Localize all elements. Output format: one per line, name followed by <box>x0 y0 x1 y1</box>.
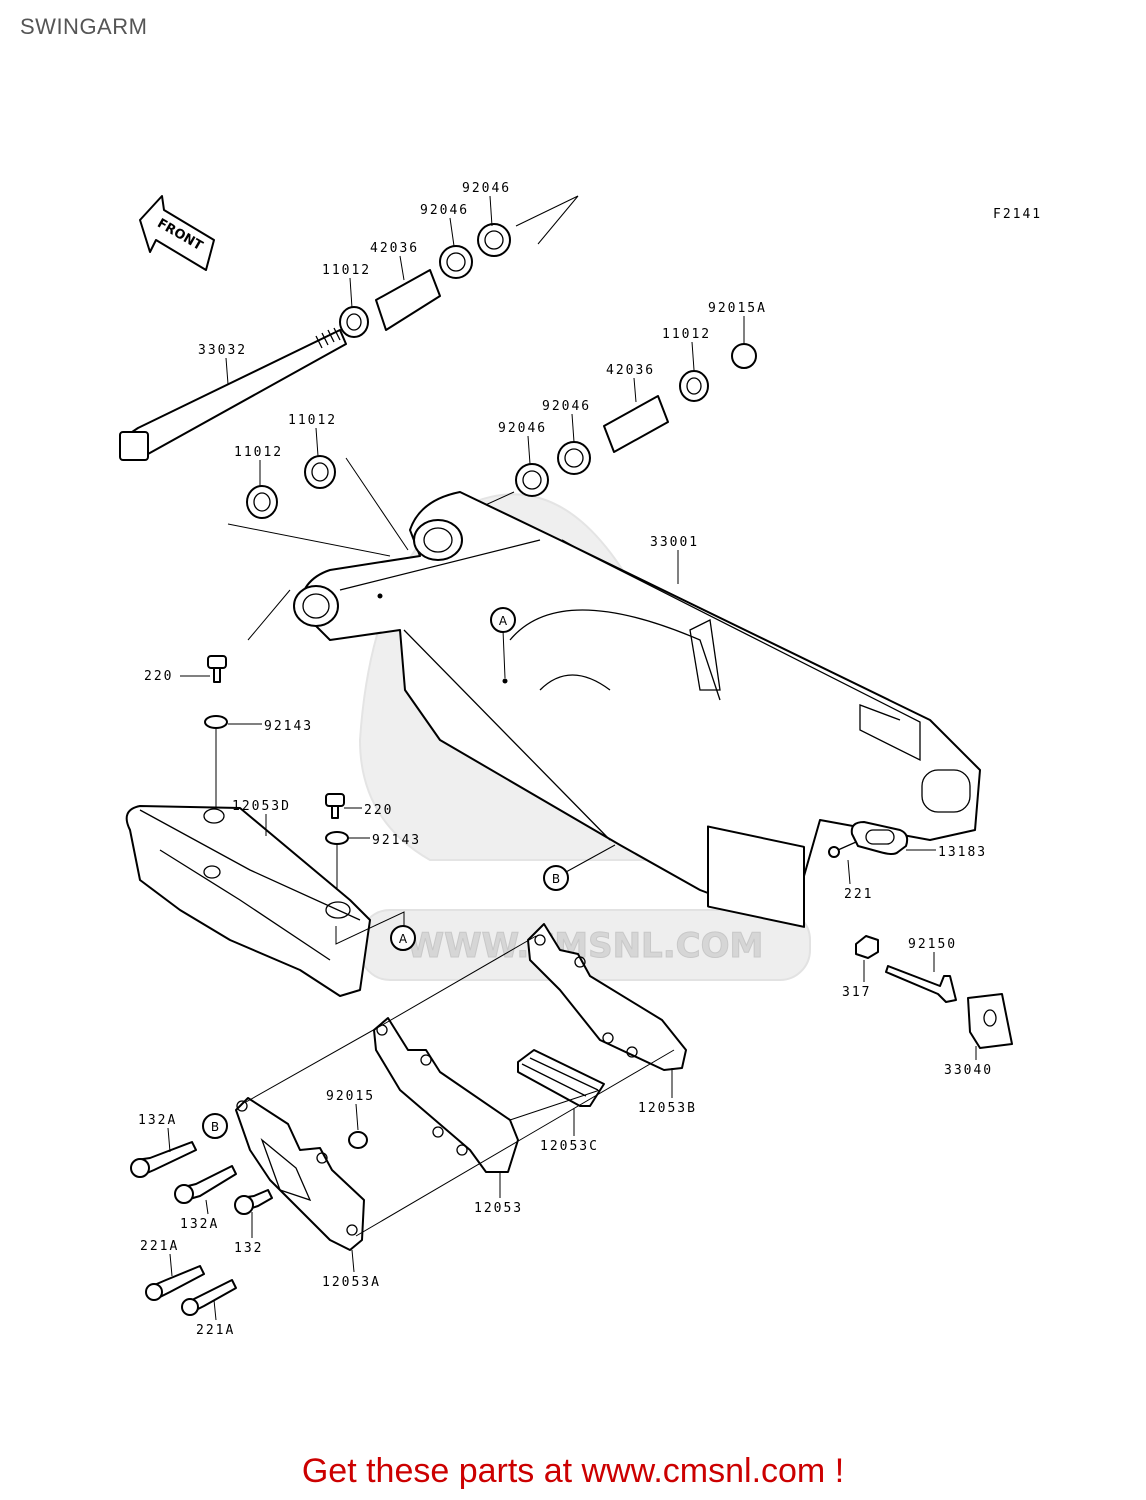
front-arrow-icon: FRONT <box>139 195 215 271</box>
label-11012: 11012 <box>234 445 283 460</box>
label-33040: 33040 <box>944 1063 993 1078</box>
footer-link[interactable]: Get these parts at www.cmsnl.com ! <box>301 1452 845 1490</box>
label-221A: 221A <box>140 1239 179 1254</box>
part-labels: 92046 92046 42036 11012 33032 92015A 110… <box>138 181 993 1338</box>
label-92046: 92046 <box>462 181 511 196</box>
label-11012: 11012 <box>662 327 711 342</box>
label-42036: 42036 <box>606 363 655 378</box>
label-132A: 132A <box>180 1217 219 1232</box>
label-221A: 221A <box>196 1323 235 1338</box>
label-42036: 42036 <box>370 241 419 256</box>
label-92015: 92015 <box>326 1089 375 1104</box>
bolt-132A-2 <box>174 1165 237 1204</box>
label-92046: 92046 <box>498 421 547 436</box>
nut-317 <box>855 935 879 959</box>
guide-plate-12053B <box>527 923 687 1071</box>
label-12053: 12053 <box>474 1201 523 1216</box>
label-132A: 132A <box>138 1113 177 1128</box>
svg-text:B: B <box>211 1120 219 1134</box>
callout-b: B <box>543 844 616 891</box>
svg-text:B: B <box>552 872 560 886</box>
label-11012: 11012 <box>322 263 371 278</box>
guide-block-12053C <box>517 1049 605 1107</box>
label-220: 220 <box>144 669 173 684</box>
swingarm-33001 <box>293 491 981 928</box>
label-12053B: 12053B <box>638 1101 697 1116</box>
label-92150: 92150 <box>908 937 957 952</box>
label-13183: 13183 <box>938 845 987 860</box>
label-12053A: 12053A <box>322 1275 381 1290</box>
bolt-220-left <box>204 655 228 812</box>
pivot-shaft-33032 <box>119 327 347 461</box>
page-title: SWINGARM <box>20 14 148 39</box>
bolt-221A-2 <box>181 1279 237 1316</box>
nut-92015 <box>348 1131 368 1149</box>
bolt-132A-1 <box>130 1141 197 1178</box>
parts-diagram: WWW.CMSNL.COM FRONT F2141 <box>119 181 1042 1338</box>
guide-plate-12053 <box>373 1017 519 1173</box>
chain-slider-12053D <box>125 805 405 997</box>
label-317: 317 <box>842 985 871 1000</box>
guide-plate-12053A <box>235 1097 365 1251</box>
plate-13183 <box>850 821 909 855</box>
label-33001: 33001 <box>650 535 699 550</box>
block-33040 <box>967 993 1013 1049</box>
svg-text:A: A <box>399 932 408 946</box>
svg-text:A: A <box>499 614 508 628</box>
label-92046: 92046 <box>420 203 469 218</box>
callout-b-lower: B <box>202 1113 228 1139</box>
label-132: 132 <box>234 1241 263 1256</box>
label-221: 221 <box>844 887 873 902</box>
label-11012: 11012 <box>288 413 337 428</box>
label-12053D: 12053D <box>232 799 291 814</box>
label-220: 220 <box>364 803 393 818</box>
bearing-stack-right <box>469 343 757 513</box>
label-33032: 33032 <box>198 343 247 358</box>
callout-a: A <box>490 607 516 679</box>
label-92143: 92143 <box>264 719 313 734</box>
screw-221 <box>828 841 857 858</box>
guide-leaders <box>245 935 675 1237</box>
label-92143: 92143 <box>372 833 421 848</box>
seals-left <box>227 455 409 641</box>
figure-code: F2141 <box>993 207 1042 222</box>
label-92015A: 92015A <box>708 301 767 316</box>
bolt-132 <box>234 1189 273 1215</box>
adjuster-bolt-92150 <box>885 965 957 1003</box>
callout-a-lower: A <box>390 925 416 951</box>
bearing-stack-top <box>339 195 579 338</box>
label-92046: 92046 <box>542 399 591 414</box>
label-12053C: 12053C <box>540 1139 599 1154</box>
bolt-221A-1 <box>145 1265 205 1301</box>
